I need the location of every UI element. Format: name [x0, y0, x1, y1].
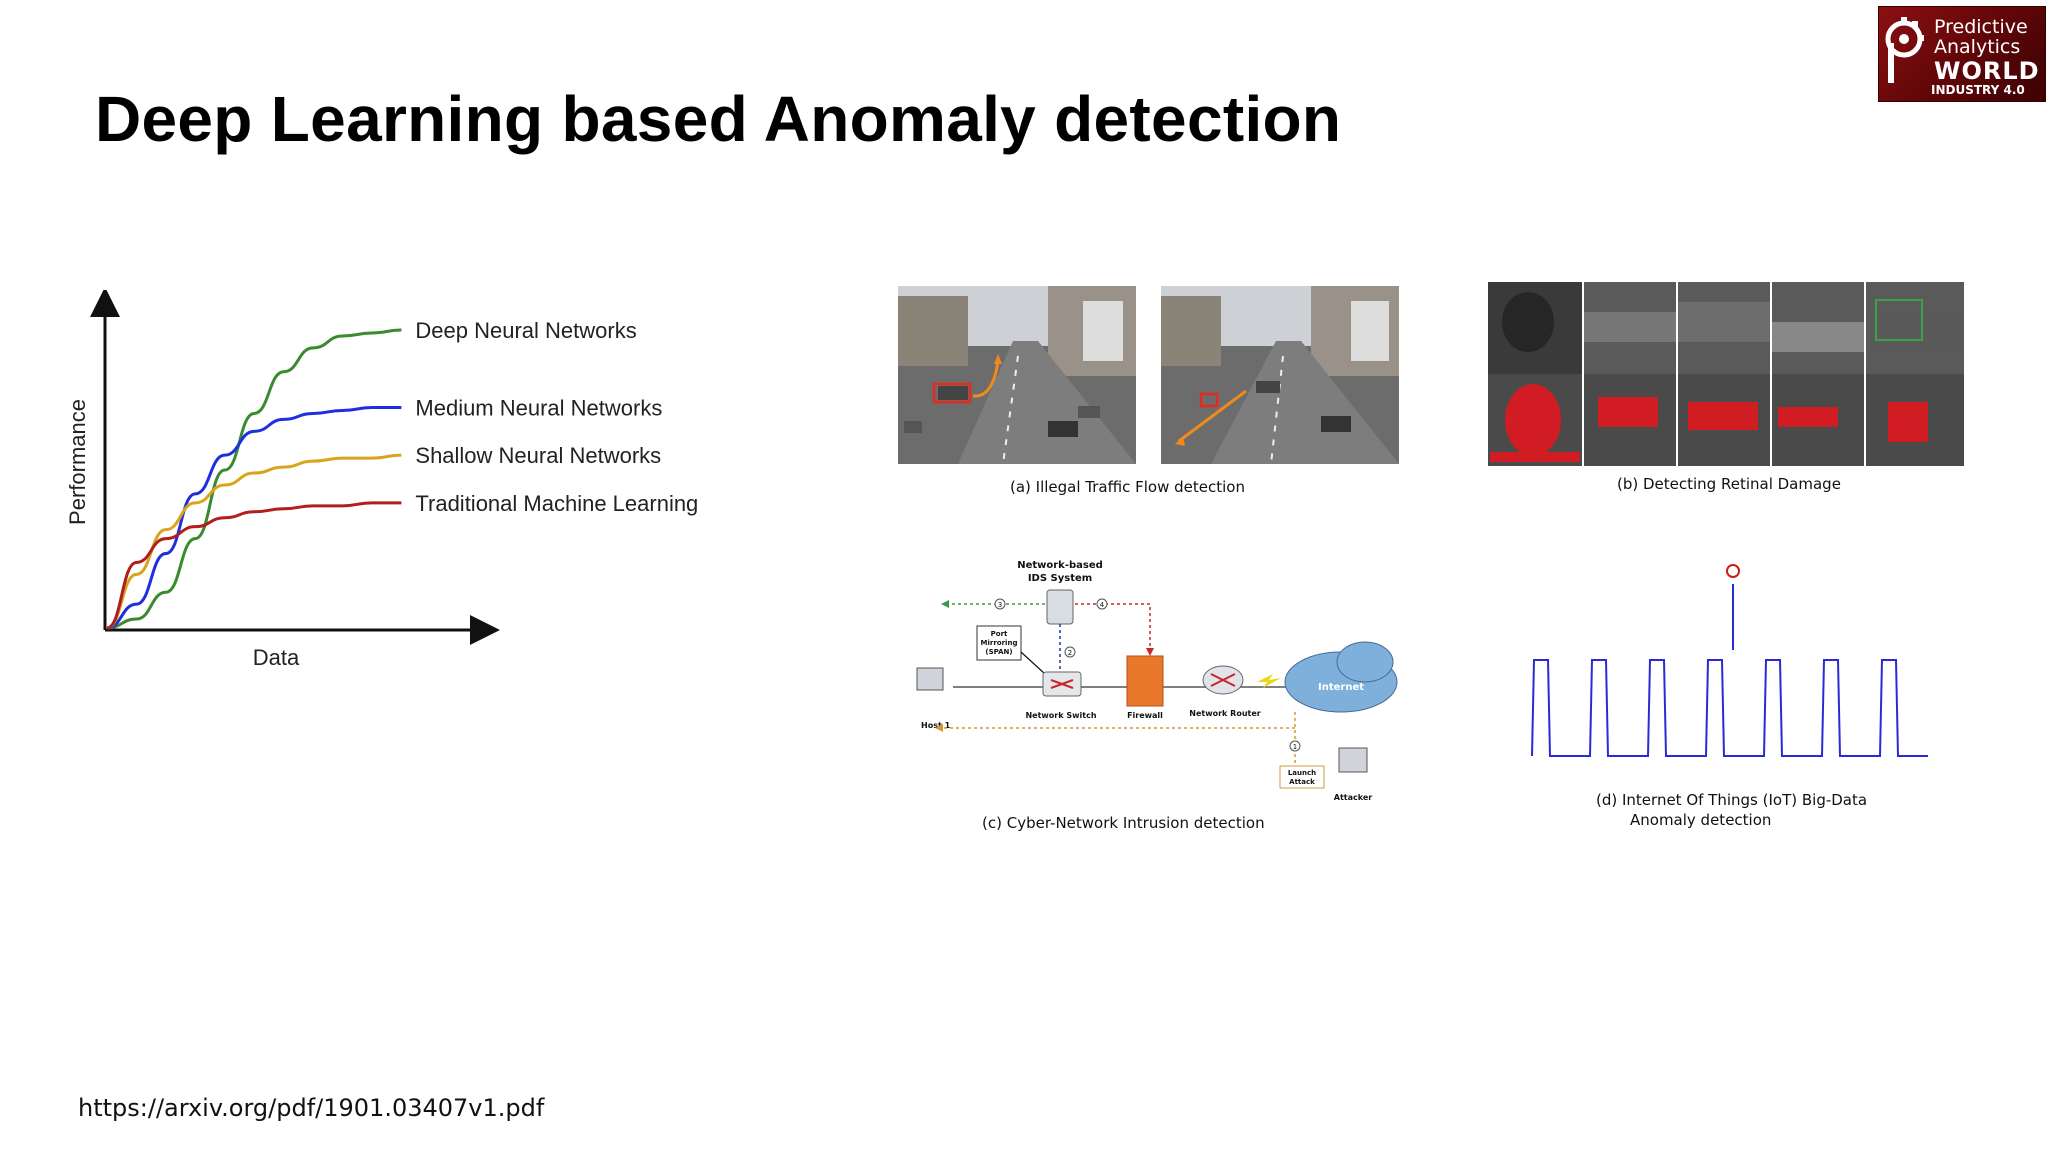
launch-attack-box	[1279, 765, 1325, 789]
ids-server-icon	[1046, 589, 1074, 625]
port-mirroring-box	[976, 625, 1022, 661]
slide-title: Deep Learning based Anomaly detection	[95, 83, 1342, 155]
launch-label-2: Attack	[1289, 778, 1315, 786]
performance-chart: Performance Data Deep Neural NetworksMed…	[65, 290, 698, 670]
attacker-label: Attacker	[1334, 793, 1373, 802]
step-4-label: 4	[1100, 601, 1105, 609]
host-computer-icon	[916, 667, 944, 691]
logo-line-3: WORLD	[1934, 57, 2040, 85]
ids-title-1: Network-based	[1017, 560, 1103, 571]
switch-label: Network Switch	[1025, 711, 1096, 720]
traffic-scene-right	[1161, 286, 1399, 464]
step-3-label: 3	[998, 601, 1002, 609]
gear-logo-icon	[1885, 17, 1924, 83]
ids-title-2: IDS System	[1028, 573, 1092, 584]
lightning-icon	[1257, 674, 1281, 688]
x-axis-label: Data	[253, 645, 300, 670]
predictive-analytics-world-logo: Predictive Analytics WORLD INDUSTRY 4.0	[1878, 6, 2046, 102]
series-line-2	[106, 453, 402, 630]
step-1-label: 1	[1293, 743, 1297, 751]
series-label-2: Shallow Neural Networks	[415, 443, 661, 468]
port-label-3: (SPAN)	[985, 648, 1012, 656]
firewall-icon	[1126, 655, 1164, 707]
series-line-3	[106, 501, 402, 630]
traffic-scene-left	[898, 286, 1136, 464]
host-label: Host 1	[921, 721, 951, 730]
series-label-1: Medium Neural Networks	[415, 395, 662, 420]
step-4-marker	[1096, 598, 1108, 610]
logo-line-1: Predictive	[1934, 16, 2028, 38]
iot-signal-line	[1531, 659, 1928, 757]
step-2-label: 2	[1068, 649, 1072, 657]
series-line-1	[106, 405, 402, 630]
internet-label: Internet	[1318, 682, 1364, 693]
step-1-marker	[1289, 740, 1301, 752]
caption-a: (a) Illegal Traffic Flow detection	[1010, 478, 1245, 496]
step-2-marker	[1064, 646, 1076, 658]
retinal-damage-image	[1488, 282, 1964, 466]
router-label: Network Router	[1189, 709, 1260, 718]
firewall-label: Firewall	[1127, 711, 1163, 720]
traffic-image-left	[898, 286, 1136, 464]
attacker-computer-icon	[1338, 747, 1368, 773]
launch-label-1: Launch	[1288, 769, 1316, 777]
y-axis-label: Performance	[65, 399, 90, 525]
series-label-3: Traditional Machine Learning	[415, 491, 698, 516]
iot-signal-plot	[1531, 564, 1928, 757]
network-intrusion-diagram: Network-based IDS System 2 3 4 Port Mirr…	[916, 560, 1398, 802]
anomaly-marker	[1726, 564, 1740, 578]
series-line-0	[106, 328, 402, 630]
port-label-2: Mirroring	[981, 639, 1018, 647]
traffic-image-right	[1161, 286, 1399, 464]
source-link[interactable]: https://arxiv.org/pdf/1901.03407v1.pdf	[78, 1094, 545, 1122]
step-3-marker	[994, 598, 1006, 610]
retinal-scan-grid	[1488, 282, 1964, 466]
logo-line-4: INDUSTRY 4.0	[1931, 83, 2025, 97]
caption-d-line-2: Anomaly detection	[1630, 811, 1772, 829]
caption-d-line-1: (d) Internet Of Things (IoT) Big-Data	[1596, 791, 1868, 809]
port-label-1: Port	[991, 630, 1008, 638]
caption-c: (c) Cyber-Network Intrusion detection	[982, 814, 1265, 832]
series-label-0: Deep Neural Networks	[415, 318, 636, 343]
logo-line-2: Analytics	[1934, 36, 2021, 58]
caption-b: (b) Detecting Retinal Damage	[1617, 475, 1841, 493]
